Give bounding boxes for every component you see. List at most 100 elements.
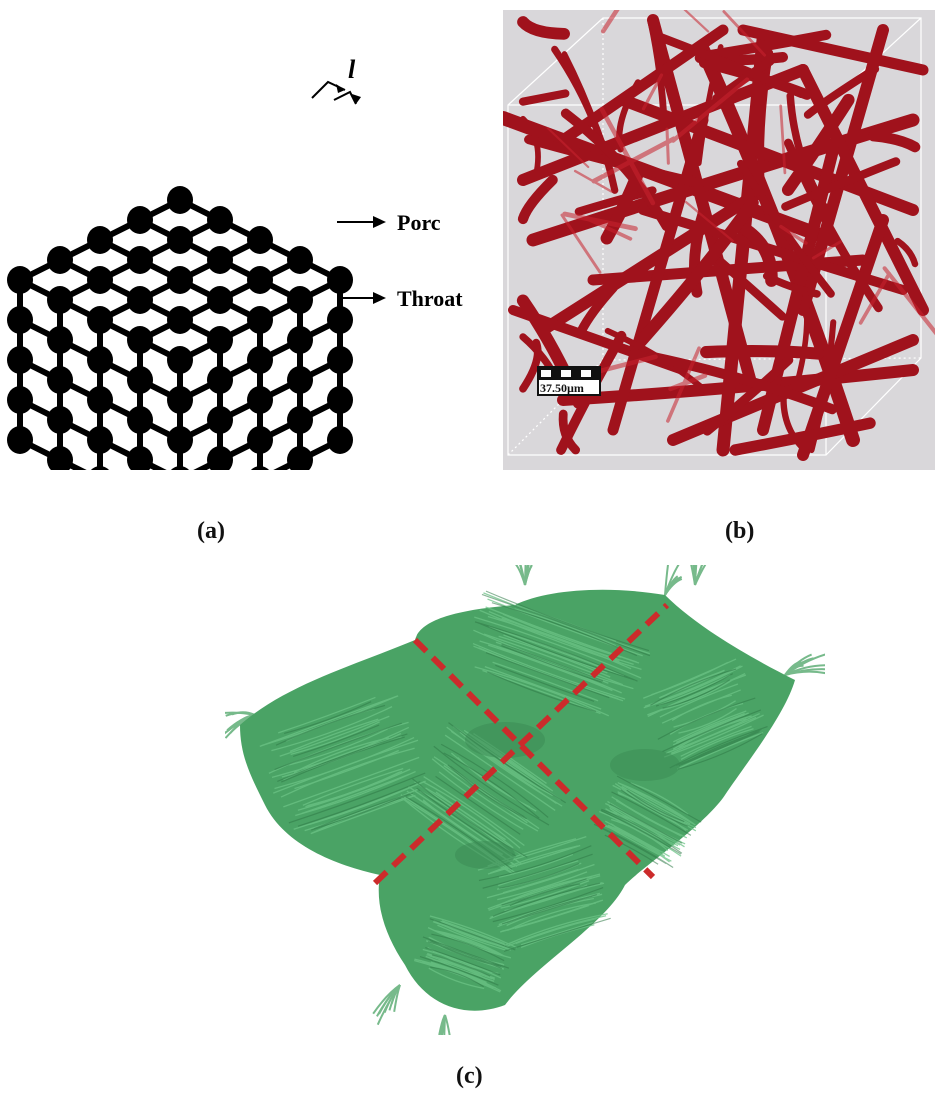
fiber-strand — [666, 346, 701, 423]
fiber-strand — [497, 871, 588, 901]
pore-node — [167, 266, 193, 294]
fiber-strand — [654, 32, 806, 99]
pore-node — [327, 346, 353, 374]
fiber-strand — [629, 196, 759, 354]
pore-node — [287, 326, 313, 354]
fiber-strand — [665, 127, 670, 165]
pore-node — [207, 366, 233, 394]
pore-node — [127, 326, 153, 354]
fiber-strand — [675, 712, 745, 743]
fiber-strand — [292, 724, 380, 757]
fiber-strand — [882, 266, 938, 337]
fiber-strand — [638, 205, 908, 295]
scale-bar-text: 37.50µm — [540, 381, 584, 395]
fiber-strand — [600, 809, 682, 855]
pore-node — [287, 246, 313, 274]
fiber-strand — [450, 730, 557, 804]
fiber-strand — [277, 733, 408, 782]
fiber-strand — [675, 728, 762, 766]
caption-b: (b) — [725, 518, 755, 544]
fiber-strand — [784, 138, 883, 313]
pore-node — [87, 226, 113, 254]
fiber-strand — [610, 823, 665, 854]
fiber-strand — [284, 701, 372, 734]
fiber-strand — [659, 683, 739, 718]
fiber-strand — [280, 747, 415, 798]
pore-node — [247, 266, 273, 294]
fiber-strand — [274, 722, 402, 771]
pore-node — [7, 266, 33, 294]
fiber-strand — [797, 214, 889, 461]
pore-node — [7, 426, 33, 454]
fiber-strand — [811, 240, 842, 260]
fiber-strand — [670, 716, 757, 754]
pore-node — [7, 346, 33, 374]
pore-node — [207, 406, 233, 434]
fiber-strand — [419, 956, 499, 986]
fiber-strand — [894, 237, 919, 268]
fiber-strand — [474, 666, 610, 717]
pore-node — [167, 386, 193, 414]
fiber-strand — [729, 417, 876, 456]
pore-node — [287, 446, 313, 474]
fiber-strand — [519, 338, 542, 393]
fiber-structure-render: 37.50µm — [496, 0, 938, 470]
fiber-strand — [576, 282, 619, 336]
fiber-strand — [486, 863, 595, 899]
fiber-strand — [737, 24, 929, 76]
pore-node — [47, 326, 73, 354]
fiber-strand — [310, 792, 414, 831]
pore-node — [127, 366, 153, 394]
fiber-strand — [425, 955, 495, 983]
fiber-strand — [621, 785, 691, 825]
fiber-strand — [444, 734, 556, 812]
cut-lines — [372, 602, 670, 886]
fiber-strand — [797, 64, 929, 316]
fiber-strand — [617, 781, 696, 826]
fiber-strand — [506, 915, 607, 948]
fiber-strand — [573, 169, 613, 193]
fiber-strand — [498, 892, 600, 926]
fiber-strand — [678, 732, 763, 770]
fiber-strand — [279, 715, 390, 757]
loose-fiber — [229, 714, 256, 734]
fiber-strand — [616, 775, 702, 823]
fiber-strand — [678, 708, 737, 734]
fiber-strand — [489, 845, 579, 874]
pore-node — [127, 206, 153, 234]
fiber-strand — [868, 130, 921, 153]
fiber-strand — [435, 791, 506, 841]
fiber-strand — [435, 775, 521, 835]
fiber-strand — [803, 64, 880, 119]
fiber-strand — [289, 728, 388, 766]
pore-node — [167, 306, 193, 334]
pore-node — [327, 306, 353, 334]
fiber-strand — [702, 355, 794, 436]
fiber-strand — [448, 722, 566, 804]
fiber-strand — [503, 913, 608, 947]
fiber-strand — [620, 789, 689, 827]
fiber-strand — [501, 645, 603, 683]
fiber-strand — [662, 679, 731, 709]
fiber-strand — [781, 93, 855, 196]
pore-node — [327, 386, 353, 414]
fiber-strand — [500, 880, 590, 909]
fiber-strand — [288, 772, 426, 824]
fiber-strand — [858, 271, 892, 325]
fiber-strand — [611, 791, 692, 836]
loose-fiber — [444, 1014, 452, 1042]
pore-node — [127, 446, 153, 474]
pore-node — [327, 266, 353, 294]
fiber-strand — [517, 16, 570, 40]
fiber-strand — [440, 920, 506, 946]
fiber-strand — [762, 272, 821, 298]
fiber-strand — [669, 726, 768, 769]
woven-fabric-render — [208, 538, 833, 1058]
fiber-strand — [433, 745, 550, 826]
fiber-strand — [791, 290, 810, 396]
fiber-strand — [655, 673, 734, 707]
fiber-strand — [661, 689, 741, 724]
pore-node — [247, 466, 273, 494]
fiber-strand — [506, 895, 593, 924]
pore-node — [87, 346, 113, 374]
